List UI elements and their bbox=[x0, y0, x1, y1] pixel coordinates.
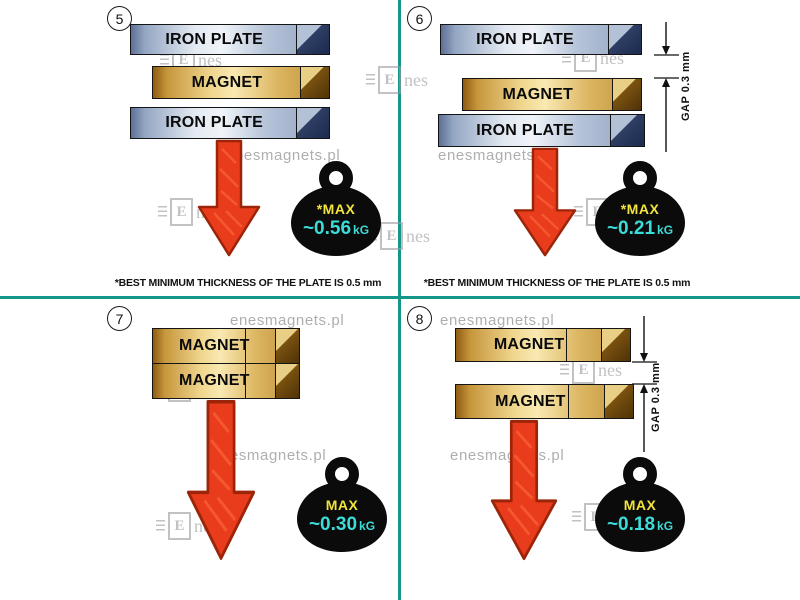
iron-plate-bar: IRON PLATE bbox=[130, 24, 330, 55]
pull-force-down-arrow-icon bbox=[197, 139, 261, 257]
logo-lines-icon bbox=[574, 205, 583, 219]
horizontal-divider bbox=[0, 296, 800, 299]
logo-lines-icon bbox=[158, 205, 167, 219]
weight-unit: kG bbox=[359, 519, 376, 533]
iron-plate-label: IRON PLATE bbox=[476, 121, 574, 139]
bar-segment-line bbox=[565, 329, 567, 361]
weight-number: ~0.21 bbox=[606, 218, 656, 239]
bar-end-cap bbox=[611, 79, 641, 110]
magnet-bar: MAGNET bbox=[455, 384, 634, 419]
bar-segment-line bbox=[244, 329, 247, 363]
max-label: MAX bbox=[325, 497, 359, 513]
iron-plate-bar: IRON PLATE bbox=[438, 114, 645, 147]
logo-lines-icon bbox=[160, 53, 169, 67]
watermark-text: enesmagnets.pl bbox=[440, 312, 555, 329]
iron-plate-label: IRON PLATE bbox=[476, 30, 574, 48]
max-label: *MAX bbox=[620, 201, 660, 217]
kettlebell-icon bbox=[595, 457, 685, 552]
panel-8-number-badge: 8 bbox=[407, 306, 432, 331]
magnet-label: MAGNET bbox=[191, 73, 263, 91]
panel-6-number-badge: 6 bbox=[407, 6, 432, 31]
enes-logo-e-icon: E bbox=[168, 512, 191, 540]
enes-logo-e-icon: E bbox=[378, 66, 401, 94]
footnote: *BEST MINIMUM THICKNESS OF THE PLATE IS … bbox=[114, 277, 382, 289]
weight-number: ~0.30 bbox=[308, 514, 358, 535]
magnet-bar: MAGNET bbox=[152, 363, 300, 399]
magnet-label: MAGNET bbox=[495, 392, 566, 410]
pull-force-down-arrow-icon bbox=[513, 147, 577, 257]
kettlebell-icon bbox=[297, 457, 387, 552]
pull-force-down-arrow-icon bbox=[490, 419, 558, 561]
footnote: *BEST MINIMUM THICKNESS OF THE PLATE IS … bbox=[423, 277, 691, 289]
magnet-bar: MAGNET bbox=[462, 78, 642, 111]
magnet-bar: MAGNET bbox=[152, 328, 300, 364]
bar-end-cap bbox=[608, 25, 641, 54]
vertical-divider bbox=[398, 0, 401, 600]
weight-unit: kG bbox=[353, 223, 370, 237]
gap-dimension-icon bbox=[654, 22, 679, 152]
max-label: MAX bbox=[623, 497, 657, 513]
bar-end-cap bbox=[274, 364, 299, 398]
magnet-label: MAGNET bbox=[179, 372, 250, 389]
bar-end-cap bbox=[610, 115, 644, 146]
iron-plate-label: IRON PLATE bbox=[165, 114, 264, 131]
bar-end-cap bbox=[296, 108, 329, 138]
logo-lines-icon bbox=[560, 363, 569, 377]
enes-logo-e-icon: E bbox=[380, 222, 403, 250]
magnet-label: MAGNET bbox=[502, 85, 574, 103]
weight-unit: kG bbox=[657, 519, 674, 533]
magnet-bar: MAGNET bbox=[152, 66, 330, 99]
magnet-label: MAGNET bbox=[179, 337, 250, 354]
magnet-label: MAGNET bbox=[493, 336, 565, 353]
bar-segment-line bbox=[567, 385, 569, 418]
max-label: *MAX bbox=[316, 201, 356, 217]
bar-end-cap bbox=[296, 25, 329, 54]
magnet-bar: MAGNET bbox=[455, 328, 631, 362]
panel-5-number-badge: 5 bbox=[107, 6, 132, 31]
iron-plate-bar: IRON PLATE bbox=[440, 24, 642, 55]
iron-plate-bar: IRON PLATE bbox=[130, 107, 330, 139]
watermark-text: enesmagnets.pl bbox=[226, 147, 341, 164]
gap-label: GAP 0.3 mm bbox=[650, 362, 662, 433]
weight-unit: kG bbox=[657, 223, 674, 237]
pull-force-down-arrow-icon bbox=[186, 400, 256, 560]
bar-end-cap bbox=[299, 67, 329, 98]
bar-end-cap bbox=[274, 329, 299, 363]
weight-number: ~0.56 bbox=[302, 218, 352, 239]
kettlebell-icon bbox=[595, 161, 685, 256]
enes-logo-e-icon: E bbox=[170, 198, 193, 226]
gap-dimension-icon bbox=[632, 316, 657, 452]
iron-plate-label: IRON PLATE bbox=[165, 30, 264, 48]
bar-end-cap bbox=[601, 329, 630, 361]
watermark-text: enesmagnets.pl bbox=[212, 447, 327, 464]
bar-segment-line bbox=[244, 364, 247, 398]
gap-label: GAP 0.3 mm bbox=[680, 51, 692, 121]
logo-lines-icon bbox=[366, 73, 375, 87]
watermark-text: enesmagnets.pl bbox=[230, 312, 345, 329]
weight-number: ~0.18 bbox=[606, 514, 656, 535]
logo-lines-icon bbox=[572, 510, 581, 524]
logo-lines-icon bbox=[562, 51, 571, 65]
kettlebell-icon bbox=[291, 161, 381, 256]
logo-lines-icon bbox=[156, 519, 165, 533]
panel-7-number-badge: 7 bbox=[107, 306, 132, 331]
watermark-text: enesmagnets.pl bbox=[438, 147, 553, 164]
bar-end-cap bbox=[603, 385, 633, 418]
